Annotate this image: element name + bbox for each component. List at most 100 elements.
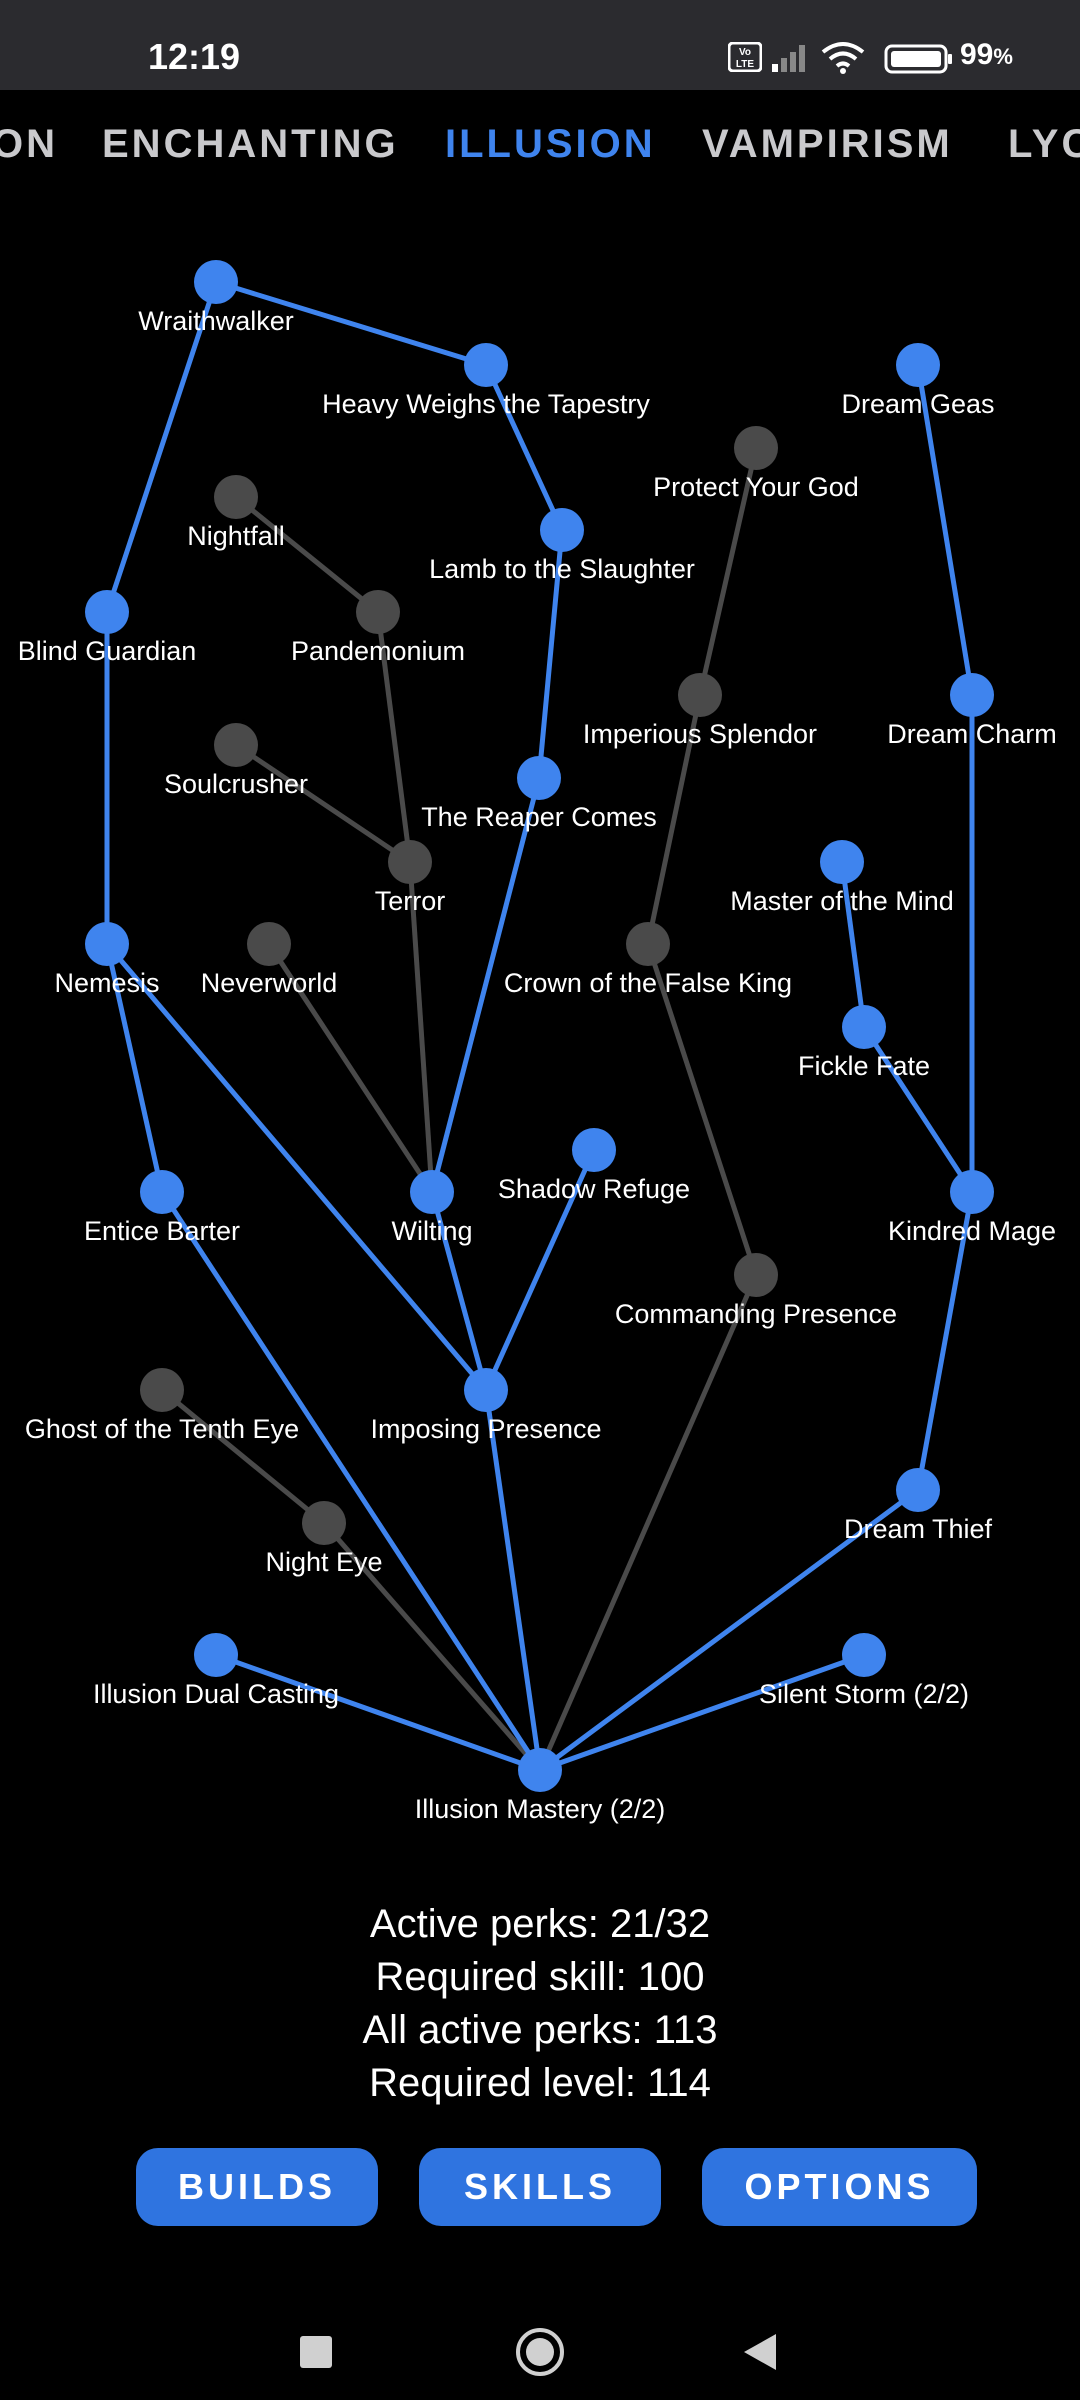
- perk-dot[interactable]: [194, 1633, 238, 1677]
- perk-node-neverworld[interactable]: Neverworld: [201, 922, 338, 998]
- perk-dot[interactable]: [734, 426, 778, 470]
- perk-node-nightfall[interactable]: Nightfall: [187, 475, 285, 551]
- perk-dot[interactable]: [842, 1005, 886, 1049]
- perk-dot[interactable]: [140, 1170, 184, 1214]
- tab-illusion[interactable]: ILLUSION: [445, 122, 656, 166]
- perk-node-reaper-comes[interactable]: The Reaper Comes: [421, 756, 657, 832]
- perk-dot[interactable]: [626, 922, 670, 966]
- perk-node-fickle-fate[interactable]: Fickle Fate: [798, 1005, 930, 1081]
- perk-link-imperious-splendor-crown-false-king: [645, 694, 703, 945]
- perk-node-blind-guardian[interactable]: Blind Guardian: [18, 590, 197, 666]
- skill-tabs: ON ENCHANTING ILLUSION VAMPIRISM LYC: [0, 90, 1080, 200]
- perk-link-soulcrusher-terror: [234, 742, 412, 865]
- perk-node-silent-storm[interactable]: Silent Storm (2/2): [759, 1633, 969, 1709]
- back-icon[interactable]: [740, 2330, 780, 2374]
- perk-dot[interactable]: [464, 343, 508, 387]
- perk-link-master-of-mind-fickle-fate: [839, 861, 867, 1028]
- perk-dot[interactable]: [140, 1368, 184, 1412]
- perk-label: Imperious Splendor: [583, 719, 817, 749]
- perk-node-dream-charm[interactable]: Dream Charm: [887, 673, 1057, 749]
- perk-node-nemesis[interactable]: Nemesis: [54, 922, 160, 998]
- perk-node-protect-your-god[interactable]: Protect Your God: [653, 426, 859, 502]
- perk-node-pandemonium[interactable]: Pandemonium: [291, 590, 465, 666]
- tab-conjuration[interactable]: ON: [0, 122, 58, 166]
- perk-node-wraithwalker[interactable]: Wraithwalker: [138, 260, 294, 336]
- options-button[interactable]: OPTIONS: [702, 2148, 977, 2226]
- tab-enchanting[interactable]: ENCHANTING: [102, 122, 399, 166]
- perk-node-ghost-tenth-eye[interactable]: Ghost of the Tenth Eye: [25, 1368, 299, 1444]
- perk-dot[interactable]: [464, 1368, 508, 1412]
- perk-dot[interactable]: [950, 673, 994, 717]
- perk-link-dream-geas-dream-charm: [915, 364, 975, 696]
- perk-dot[interactable]: [820, 840, 864, 884]
- perk-dot[interactable]: [734, 1253, 778, 1297]
- perk-dot[interactable]: [85, 922, 129, 966]
- perk-dot[interactable]: [410, 1170, 454, 1214]
- perk-dot[interactable]: [518, 1748, 562, 1792]
- perk-label: Crown of the False King: [504, 968, 792, 998]
- perk-dot[interactable]: [302, 1501, 346, 1545]
- perk-node-lamb-to-slaughter[interactable]: Lamb to the Slaughter: [429, 508, 695, 584]
- perk-label: The Reaper Comes: [421, 802, 657, 832]
- perk-link-silent-storm-illusion-mastery: [539, 1652, 865, 1773]
- perk-dot[interactable]: [214, 723, 258, 767]
- perk-node-entice-barter[interactable]: Entice Barter: [84, 1170, 240, 1246]
- active-perks-count: Active perks: 21/32: [369, 1902, 711, 1946]
- perk-link-shadow-refuge-imposing-presence: [483, 1148, 597, 1392]
- perk-dot[interactable]: [896, 343, 940, 387]
- perk-dot[interactable]: [842, 1633, 886, 1677]
- builds-button[interactable]: BUILDS: [136, 2148, 378, 2226]
- perk-dot[interactable]: [247, 922, 291, 966]
- perk-dot[interactable]: [194, 260, 238, 304]
- perk-node-dream-geas[interactable]: Dream Geas: [841, 343, 995, 419]
- perk-label: Soulcrusher: [164, 769, 308, 799]
- perk-node-shadow-refuge[interactable]: Shadow Refuge: [498, 1128, 690, 1204]
- perk-label: Neverworld: [201, 968, 338, 998]
- perk-node-soulcrusher[interactable]: Soulcrusher: [164, 723, 308, 799]
- perk-dot[interactable]: [85, 590, 129, 634]
- perk-link-imposing-presence-illusion-mastery: [483, 1389, 543, 1771]
- perk-dot[interactable]: [678, 673, 722, 717]
- perk-node-heavy-weighs[interactable]: Heavy Weighs the Tapestry: [322, 343, 650, 419]
- perk-node-illusion-dual-casting[interactable]: Illusion Dual Casting: [93, 1633, 339, 1709]
- perk-dot[interactable]: [540, 508, 584, 552]
- tab-lycanthropy[interactable]: LYC: [1008, 122, 1080, 166]
- perk-node-imperious-splendor[interactable]: Imperious Splendor: [583, 673, 817, 749]
- battery-percent: 99%: [960, 38, 1013, 71]
- perk-node-kindred-mage[interactable]: Kindred Mage: [888, 1170, 1056, 1246]
- home-icon[interactable]: [514, 2326, 566, 2378]
- perk-node-illusion-mastery[interactable]: Illusion Mastery (2/2): [415, 1748, 666, 1824]
- perk-dot[interactable]: [388, 840, 432, 884]
- perk-label: Commanding Presence: [615, 1299, 897, 1329]
- perk-dot[interactable]: [950, 1170, 994, 1214]
- perk-dot[interactable]: [896, 1468, 940, 1512]
- perk-node-dream-thief[interactable]: Dream Thief: [844, 1468, 993, 1544]
- perk-dot[interactable]: [356, 590, 400, 634]
- perk-link-dream-thief-illusion-mastery: [538, 1487, 920, 1773]
- status-icons: Vo LTE 99%: [728, 38, 1028, 80]
- perk-label: Blind Guardian: [18, 636, 197, 666]
- perk-node-imposing-presence[interactable]: Imposing Presence: [370, 1368, 602, 1444]
- perk-node-wilting[interactable]: Wilting: [391, 1170, 473, 1246]
- perk-dot[interactable]: [517, 756, 561, 800]
- perk-link-entice-barter-illusion-mastery: [159, 1190, 543, 1772]
- perk-dot[interactable]: [572, 1128, 616, 1172]
- perk-link-protect-your-god-imperious-splendor: [697, 447, 759, 696]
- perk-label: Kindred Mage: [888, 1216, 1056, 1246]
- perk-node-commanding-presence[interactable]: Commanding Presence: [615, 1253, 897, 1329]
- perk-node-crown-false-king[interactable]: Crown of the False King: [504, 922, 792, 998]
- svg-text:LTE: LTE: [736, 59, 754, 70]
- perk-node-master-of-mind[interactable]: Master of the Mind: [730, 840, 954, 916]
- perk-node-night-eye[interactable]: Night Eye: [265, 1501, 383, 1577]
- perk-node-terror[interactable]: Terror: [375, 840, 446, 916]
- perk-link-night-eye-illusion-mastery: [322, 1521, 542, 1772]
- perk-label: Dream Thief: [844, 1514, 993, 1544]
- perk-label: Silent Storm (2/2): [759, 1679, 969, 1709]
- tab-vampirism[interactable]: VAMPIRISM: [702, 122, 953, 166]
- recents-icon[interactable]: [296, 2332, 336, 2372]
- svg-text:Vo: Vo: [739, 47, 751, 58]
- perk-dot[interactable]: [214, 475, 258, 519]
- wifi-icon: [821, 42, 865, 74]
- skills-button[interactable]: SKILLS: [419, 2148, 661, 2226]
